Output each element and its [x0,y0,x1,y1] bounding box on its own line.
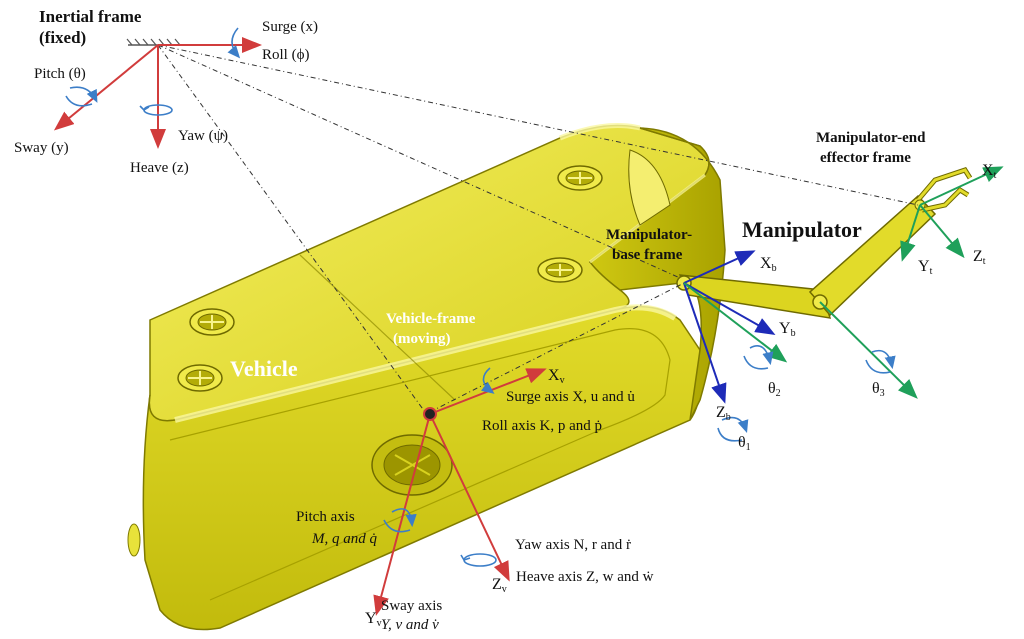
thruster-top-left [189,308,235,336]
vehicle-pitch-label: Pitch axis [296,509,355,525]
vehicle-roll-label: Roll axis K, p and ṗ [482,418,602,434]
manipulator-base-title: Manipulator- [606,227,693,243]
end-z-axis-label: Zt [973,248,986,267]
inertial-heave-label: Heave (z) [130,160,189,176]
vehicle-heave-label: Heave axis Z, w and ẇ [516,569,654,585]
end-port [628,149,671,226]
base-z-axis-label: Zb [716,404,731,423]
frame-relations [157,44,919,413]
end-x-axis-label: Xt [982,162,997,181]
thruster-top-right [557,165,603,191]
vehicle-yaw-label: Yaw axis N, r and ṙ [515,537,631,553]
theta2-label: θ2 [768,380,781,399]
base-x-axis-label: Xb [760,255,777,274]
inertial-roll-label: Roll (ϕ) [262,47,310,63]
thruster-top-mid-right [537,257,583,283]
vehicle-sway-label: Sway axis [381,598,443,614]
inertial-yaw-label: Yaw (ψ) [178,128,228,144]
thruster-top-mid-left [177,364,223,392]
vehicle-sway-vars: Y, v and v̇ [381,617,439,633]
inertial-frame-subtitle: (fixed) [39,28,87,47]
vehicle-frame-subtitle: (moving) [393,331,451,347]
inertial-pitch-label: Pitch (θ) [34,66,86,82]
manipulator-base-subtitle: base frame [612,247,683,263]
inertial-frame-title: Inertial frame [39,7,142,26]
manipulator-base-axes [683,250,788,442]
end-effector-subtitle: effector frame [820,150,911,166]
vehicle-label: Vehicle [230,356,298,381]
vehicle-pitch-vars: M, q and q̇ [312,531,377,547]
theta3-label: θ3 [872,380,885,399]
thruster-front [371,434,453,496]
inertial-frame-axes [53,27,262,149]
vehicle-frame-title: Vehicle-frame [386,311,476,327]
vehicle-surge-label: Surge axis X, u and u̇ [506,389,635,405]
manipulator-label: Manipulator [742,217,862,242]
vehicle-y-axis-label: Yv [365,610,382,629]
inertial-sway-label: Sway (y) [14,140,69,156]
vehicle-frame-axes [373,367,547,616]
base-y-axis-label: Yb [779,320,796,339]
effector-axes [819,166,1004,399]
end-y-axis-label: Yt [918,258,933,277]
vehicle-z-axis-label: Zv [492,576,507,595]
inertial-surge-label: Surge (x) [262,19,318,35]
vehicle-x-axis-label: Xv [548,367,565,386]
end-effector-title: Manipulator-end [816,130,926,146]
theta1-label: θ1 [738,434,751,453]
